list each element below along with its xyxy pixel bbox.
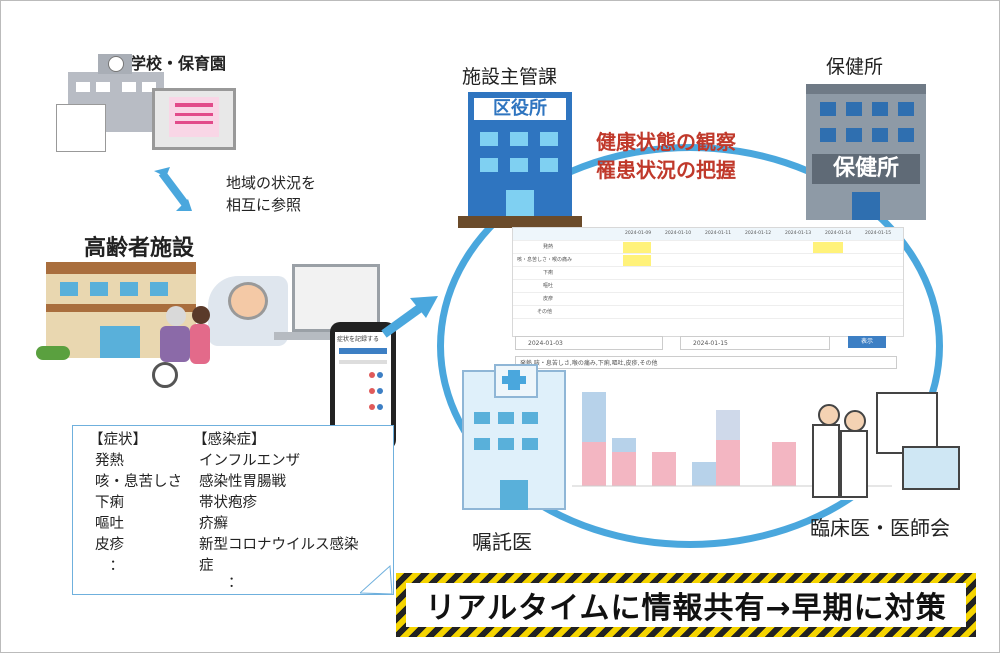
filter-field[interactable]: 発熱,咳・息苦しさ,喉の痛み,下痢,嘔吐,皮疹,その他 xyxy=(515,356,897,369)
symptom-0: 発熱 xyxy=(95,453,124,469)
health-center-label: 保健所 xyxy=(826,56,884,78)
clinic-building xyxy=(876,392,938,454)
bush-icon xyxy=(36,346,70,360)
filter-value: 発熱,咳・息苦しさ,喉の痛み,下痢,嘔吐,皮疹,その他 xyxy=(520,360,658,367)
clinical-label: 臨床医・医師会 xyxy=(810,516,950,540)
display-button-label: 表示 xyxy=(860,338,873,345)
symptoms-header: 【症状】 xyxy=(89,432,147,448)
disease-1: 感染性胃腸戦 xyxy=(199,474,286,490)
elderly-laptop xyxy=(292,264,380,332)
date-6: 2024-01-15 xyxy=(865,231,892,236)
date-from-field[interactable]: 2024-01-03 xyxy=(515,336,663,350)
disease-6: ： xyxy=(199,575,243,591)
symptom-2: 下痢 xyxy=(95,495,124,511)
symptom-disease-note: 【症状】 発熱 咳・息苦しさ 下痢 嘔吐 皮疹 ： 【感染症】 インフルエンザ … xyxy=(72,425,394,595)
share-arrow-icon xyxy=(381,296,438,338)
date-4: 2024-01-13 xyxy=(785,231,812,236)
date-to-field[interactable]: 2024-01-15 xyxy=(680,336,830,350)
double-arrow-icon xyxy=(154,167,192,211)
disease-2: 帯状疱疹 xyxy=(199,495,257,511)
row-label-5: その他 xyxy=(537,309,553,315)
ward-office-bush xyxy=(458,216,582,228)
disease-5: 症 xyxy=(199,558,214,574)
dashboard-table: 発熱 咳・息苦しさ・喉の痛み 下痢 嘔吐 皮疹 その他 2024-01-09 2… xyxy=(512,227,904,337)
row-label-3: 嘔吐 xyxy=(543,283,554,289)
school-screen xyxy=(56,104,106,152)
row-label-1: 咳・息苦しさ・喉の痛み xyxy=(517,257,573,263)
school-laptop xyxy=(152,88,236,150)
disease-4: 新型コロナウイルス感染 xyxy=(199,537,359,553)
doctor-label: 嘱託医 xyxy=(472,530,532,554)
row-label-0: 発熱 xyxy=(543,244,554,250)
realtime-banner: リアルタイムに情報共有→早期に対策 xyxy=(396,573,976,637)
date-5: 2024-01-14 xyxy=(825,231,852,236)
elderly-facility-label: 高齢者施設 xyxy=(84,236,195,261)
row-label-2: 下痢 xyxy=(543,270,554,276)
chart-bars xyxy=(582,392,836,486)
school-label: 学校・保育園 xyxy=(130,54,227,73)
diseases-header: 【感染症】 xyxy=(193,432,266,448)
ward-office-sign: 区役所 xyxy=(474,98,566,120)
date-to-value: 2024-01-15 xyxy=(693,340,728,347)
observation-label: 健康状態の観察 罹患状況の把握 xyxy=(596,130,736,182)
houses-icon xyxy=(902,446,960,490)
symptom-5: ： xyxy=(95,558,124,574)
clinical-doctors-icon xyxy=(812,404,872,500)
symptom-4: 皮疹 xyxy=(95,537,124,553)
caregiver-wheelchair-icon xyxy=(146,306,216,390)
phone-title: 症状を記録する xyxy=(337,336,380,343)
health-center-sign: 保健所 xyxy=(812,154,920,184)
date-2: 2024-01-11 xyxy=(705,231,732,236)
symptom-1: 咳・息苦しさ xyxy=(95,474,182,490)
disease-0: インフルエンザ xyxy=(199,453,301,469)
health-center-building: 保健所 xyxy=(806,84,926,220)
hospital-building xyxy=(462,364,566,510)
elderly-facility-building xyxy=(46,262,196,358)
date-3: 2024-01-12 xyxy=(745,231,772,236)
row-label-4: 皮疹 xyxy=(543,296,554,302)
date-from-value: 2024-01-03 xyxy=(528,340,563,347)
disease-3: 疥癬 xyxy=(199,516,228,532)
date-1: 2024-01-10 xyxy=(665,231,692,236)
admin-section-label: 施設主管課 xyxy=(462,66,558,88)
display-button[interactable]: 表示 xyxy=(848,336,886,348)
ward-office-building: 区役所 xyxy=(468,92,572,224)
date-0: 2024-01-09 xyxy=(625,231,652,236)
banner-text: リアルタイムに情報共有→早期に対策 xyxy=(406,583,966,627)
mutual-reference-label: 地域の状況を 相互に参照 xyxy=(226,172,316,216)
mutual-reference-line1: 地域の状況を 相互に参照 xyxy=(226,174,317,214)
note-tail xyxy=(360,564,393,595)
symptom-3: 嘔吐 xyxy=(95,516,124,532)
sharing-circle xyxy=(437,144,943,548)
